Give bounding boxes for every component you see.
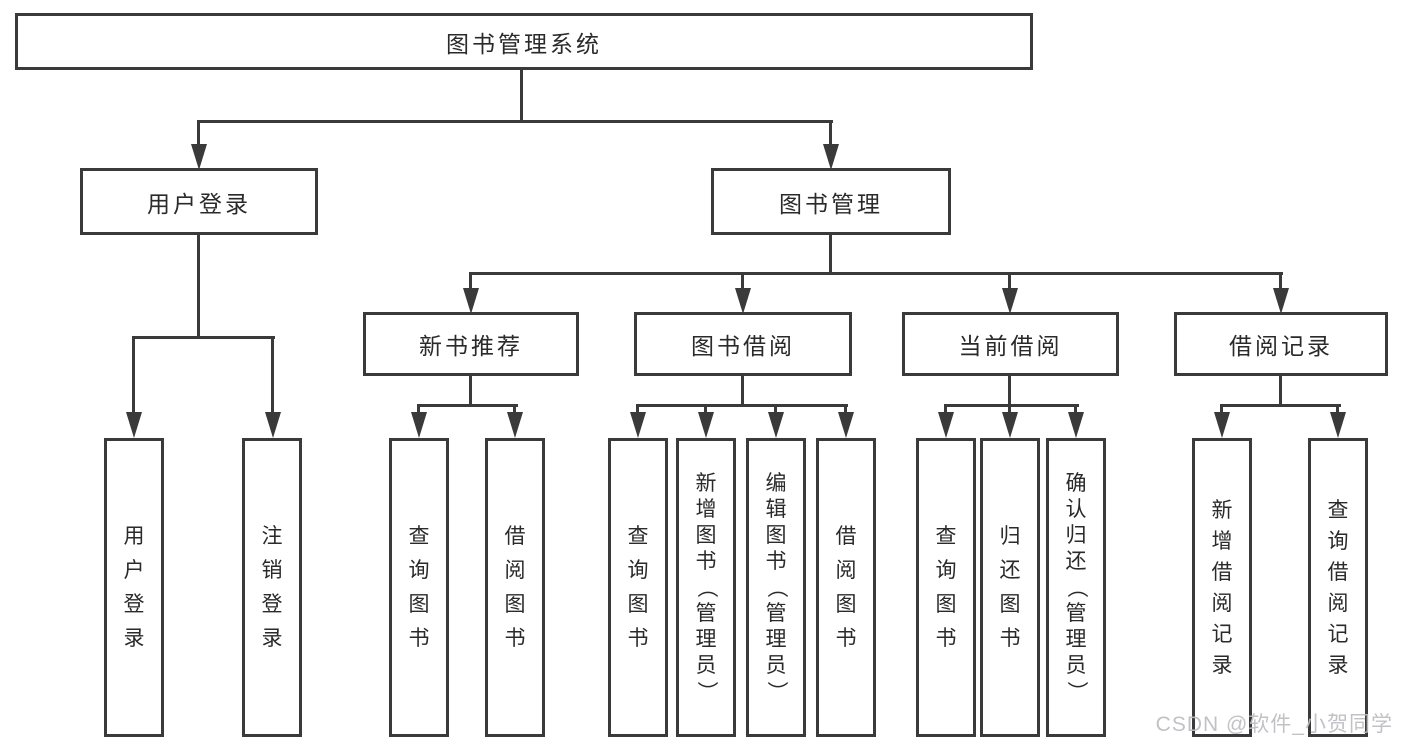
node-book-borrowing-label: 图书借阅 — [691, 333, 795, 359]
leaf-add-borrow-record: 新增借阅记录 — [1192, 438, 1252, 737]
leaf-user-login: 用户登录 — [104, 438, 164, 737]
csdn-watermark: CSDN @软件_小贺同学 — [1155, 713, 1393, 736]
arrow-down-icon — [823, 144, 839, 170]
connector-borrowing-records-stem — [1279, 376, 1282, 407]
leaf-user-login-label: 用户登录 — [123, 525, 145, 650]
arrow-down-icon — [411, 412, 427, 438]
arrow-down-icon — [768, 412, 784, 438]
leaf-query-books-current: 查询图书 — [916, 438, 976, 737]
leaf-query-borrow-record: 查询借阅记录 — [1308, 438, 1368, 737]
arrow-down-icon — [1330, 412, 1346, 438]
connector-user-login-stem — [197, 233, 200, 338]
node-new-book-recommend-label: 新书推荐 — [419, 333, 523, 359]
leaf-query-books-borrowing-label: 查询图书 — [627, 525, 649, 650]
connector-book-borrowing-stem — [741, 376, 744, 407]
arrow-down-icon — [463, 288, 479, 314]
node-root: 图书管理系统 — [15, 13, 1033, 70]
node-book-management-label: 图书管理 — [779, 190, 883, 217]
leaf-query-borrow-record-label: 查询借阅记录 — [1327, 498, 1349, 677]
connector-to-leaf — [1008, 404, 1011, 416]
connector-new-book-recommend-branch — [417, 404, 518, 407]
arrow-down-icon — [507, 412, 523, 438]
connector-to-leaf — [1220, 404, 1223, 416]
leaf-edit-book-admin-label: 编辑图书（管理员） — [764, 472, 788, 702]
connector-to-leaf — [774, 404, 777, 416]
leaf-return-book: 归还图书 — [980, 438, 1040, 737]
connector-to-leaf — [844, 404, 847, 416]
connector-to-book-borrowing — [741, 272, 744, 292]
connector-to-leaf — [1336, 404, 1339, 416]
leaf-logout: 注销登录 — [242, 438, 302, 737]
node-new-book-recommend: 新书推荐 — [363, 312, 579, 376]
leaf-logout-label: 注销登录 — [261, 525, 283, 650]
connector-to-leaf — [417, 404, 420, 416]
arrow-down-icon — [698, 412, 714, 438]
leaf-add-book-admin-label: 新增图书（管理员） — [694, 472, 718, 702]
leaf-return-book-label: 归还图书 — [999, 525, 1021, 650]
node-book-borrowing: 图书借阅 — [634, 312, 852, 376]
arrow-down-icon — [265, 412, 281, 438]
connector-to-leaf — [513, 404, 516, 416]
connector-to-leaf — [704, 404, 707, 416]
connector-root-stem — [520, 68, 523, 120]
connector-to-borrowing-records — [1279, 272, 1282, 292]
connector-to-user-login — [197, 120, 200, 148]
node-borrowing-records-label: 借阅记录 — [1229, 333, 1333, 359]
arrow-down-icon — [1214, 412, 1230, 438]
leaf-borrow-books: 借阅图书 — [816, 438, 876, 737]
connector-to-new-book-recommend — [469, 272, 472, 292]
arrow-down-icon — [126, 412, 142, 438]
node-borrowing-records: 借阅记录 — [1174, 312, 1388, 376]
node-root-label: 图书管理系统 — [446, 30, 602, 57]
leaf-query-books-current-label: 查询图书 — [935, 525, 957, 650]
node-user-login: 用户登录 — [80, 168, 318, 235]
connector-current-borrowing-stem — [1008, 376, 1011, 407]
leaf-query-books-recommend-label: 查询图书 — [408, 525, 430, 650]
connector-root-branch — [197, 120, 833, 123]
arrow-down-icon — [1068, 412, 1084, 438]
arrow-down-icon — [1002, 412, 1018, 438]
arrow-down-icon — [1002, 288, 1018, 314]
connector-book-management-stem — [829, 233, 832, 275]
leaf-borrow-books-recommend-label: 借阅图书 — [504, 525, 526, 650]
arrow-down-icon — [191, 144, 207, 170]
arrow-down-icon — [735, 288, 751, 314]
leaf-borrow-books-recommend: 借阅图书 — [485, 438, 545, 737]
connector-to-leaf — [944, 404, 947, 416]
node-book-management: 图书管理 — [711, 168, 951, 235]
leaf-edit-book-admin: 编辑图书（管理员） — [746, 438, 806, 737]
connector-to-current-borrowing — [1008, 272, 1011, 292]
leaf-query-books-borrowing: 查询图书 — [608, 438, 668, 737]
connector-to-leaf-user-login — [132, 336, 135, 416]
node-user-login-label: 用户登录 — [147, 190, 251, 217]
connector-borrowing-records-branch — [1220, 404, 1341, 407]
leaf-borrow-books-label: 借阅图书 — [835, 525, 857, 650]
node-current-borrowing-label: 当前借阅 — [958, 333, 1063, 359]
connector-book-management-branch — [469, 272, 1283, 275]
leaf-add-book-admin: 新增图书（管理员） — [676, 438, 736, 737]
arrow-down-icon — [838, 412, 854, 438]
leaf-add-borrow-record-label: 新增借阅记录 — [1211, 498, 1233, 677]
connector-user-login-branch — [132, 336, 275, 339]
node-current-borrowing: 当前借阅 — [902, 312, 1119, 376]
connector-book-borrowing-branch — [636, 404, 848, 407]
connector-current-borrowing-branch — [944, 404, 1079, 407]
connector-to-leaf — [1074, 404, 1077, 416]
arrow-down-icon — [938, 412, 954, 438]
connector-to-leaf — [636, 404, 639, 416]
connector-to-book-management — [829, 120, 832, 148]
leaf-query-books-recommend: 查询图书 — [389, 438, 449, 737]
arrow-down-icon — [1273, 288, 1289, 314]
arrow-down-icon — [630, 412, 646, 438]
connector-to-leaf-logout — [271, 336, 274, 416]
leaf-confirm-return-admin: 确认归还（管理员） — [1046, 438, 1106, 737]
connector-new-book-recommend-stem — [469, 376, 472, 407]
leaf-confirm-return-admin-label: 确认归还（管理员） — [1064, 472, 1088, 702]
